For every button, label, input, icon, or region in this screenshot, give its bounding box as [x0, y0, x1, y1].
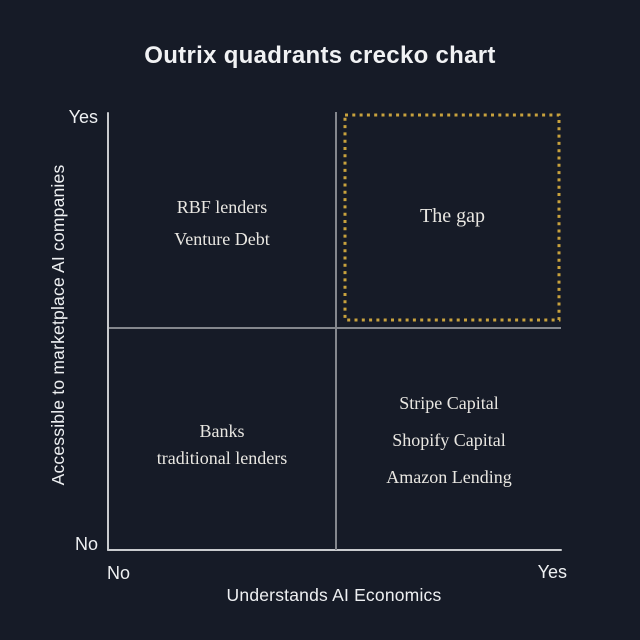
x-axis-title: Understands AI Economics — [226, 585, 442, 605]
x-axis-line — [107, 549, 562, 551]
quadrant-top-left-item: RBF lenders — [176, 197, 268, 217]
y-axis-line — [107, 112, 109, 551]
y-tick-bottom-no: No — [74, 534, 98, 554]
quadrant-bottom-right-item: Stripe Capital — [399, 393, 499, 413]
x-tick-left-no: No — [107, 563, 131, 583]
y-axis-title: Accessible to marketplace AI companies — [48, 164, 68, 486]
chart-title: Outrix quadrants crecko chart — [144, 42, 496, 69]
y-tick-top-yes: Yes — [68, 107, 98, 127]
quadrant-divider-vertical — [335, 112, 337, 550]
quadrant-bottom-left-item: traditional lenders — [156, 448, 288, 468]
quadrant-bottom-right-item: Amazon Lending — [386, 467, 512, 487]
x-tick-right-yes: Yes — [537, 562, 567, 582]
quadrant-divider-horizontal — [109, 327, 561, 329]
quadrant-bottom-right-item: Shopify Capital — [392, 430, 506, 450]
quadrant-top-left-item: Venture Debt — [174, 229, 270, 249]
quadrant-top-right-item: The gap — [420, 205, 485, 227]
quadrant-bottom-left-item: Banks — [199, 421, 245, 441]
